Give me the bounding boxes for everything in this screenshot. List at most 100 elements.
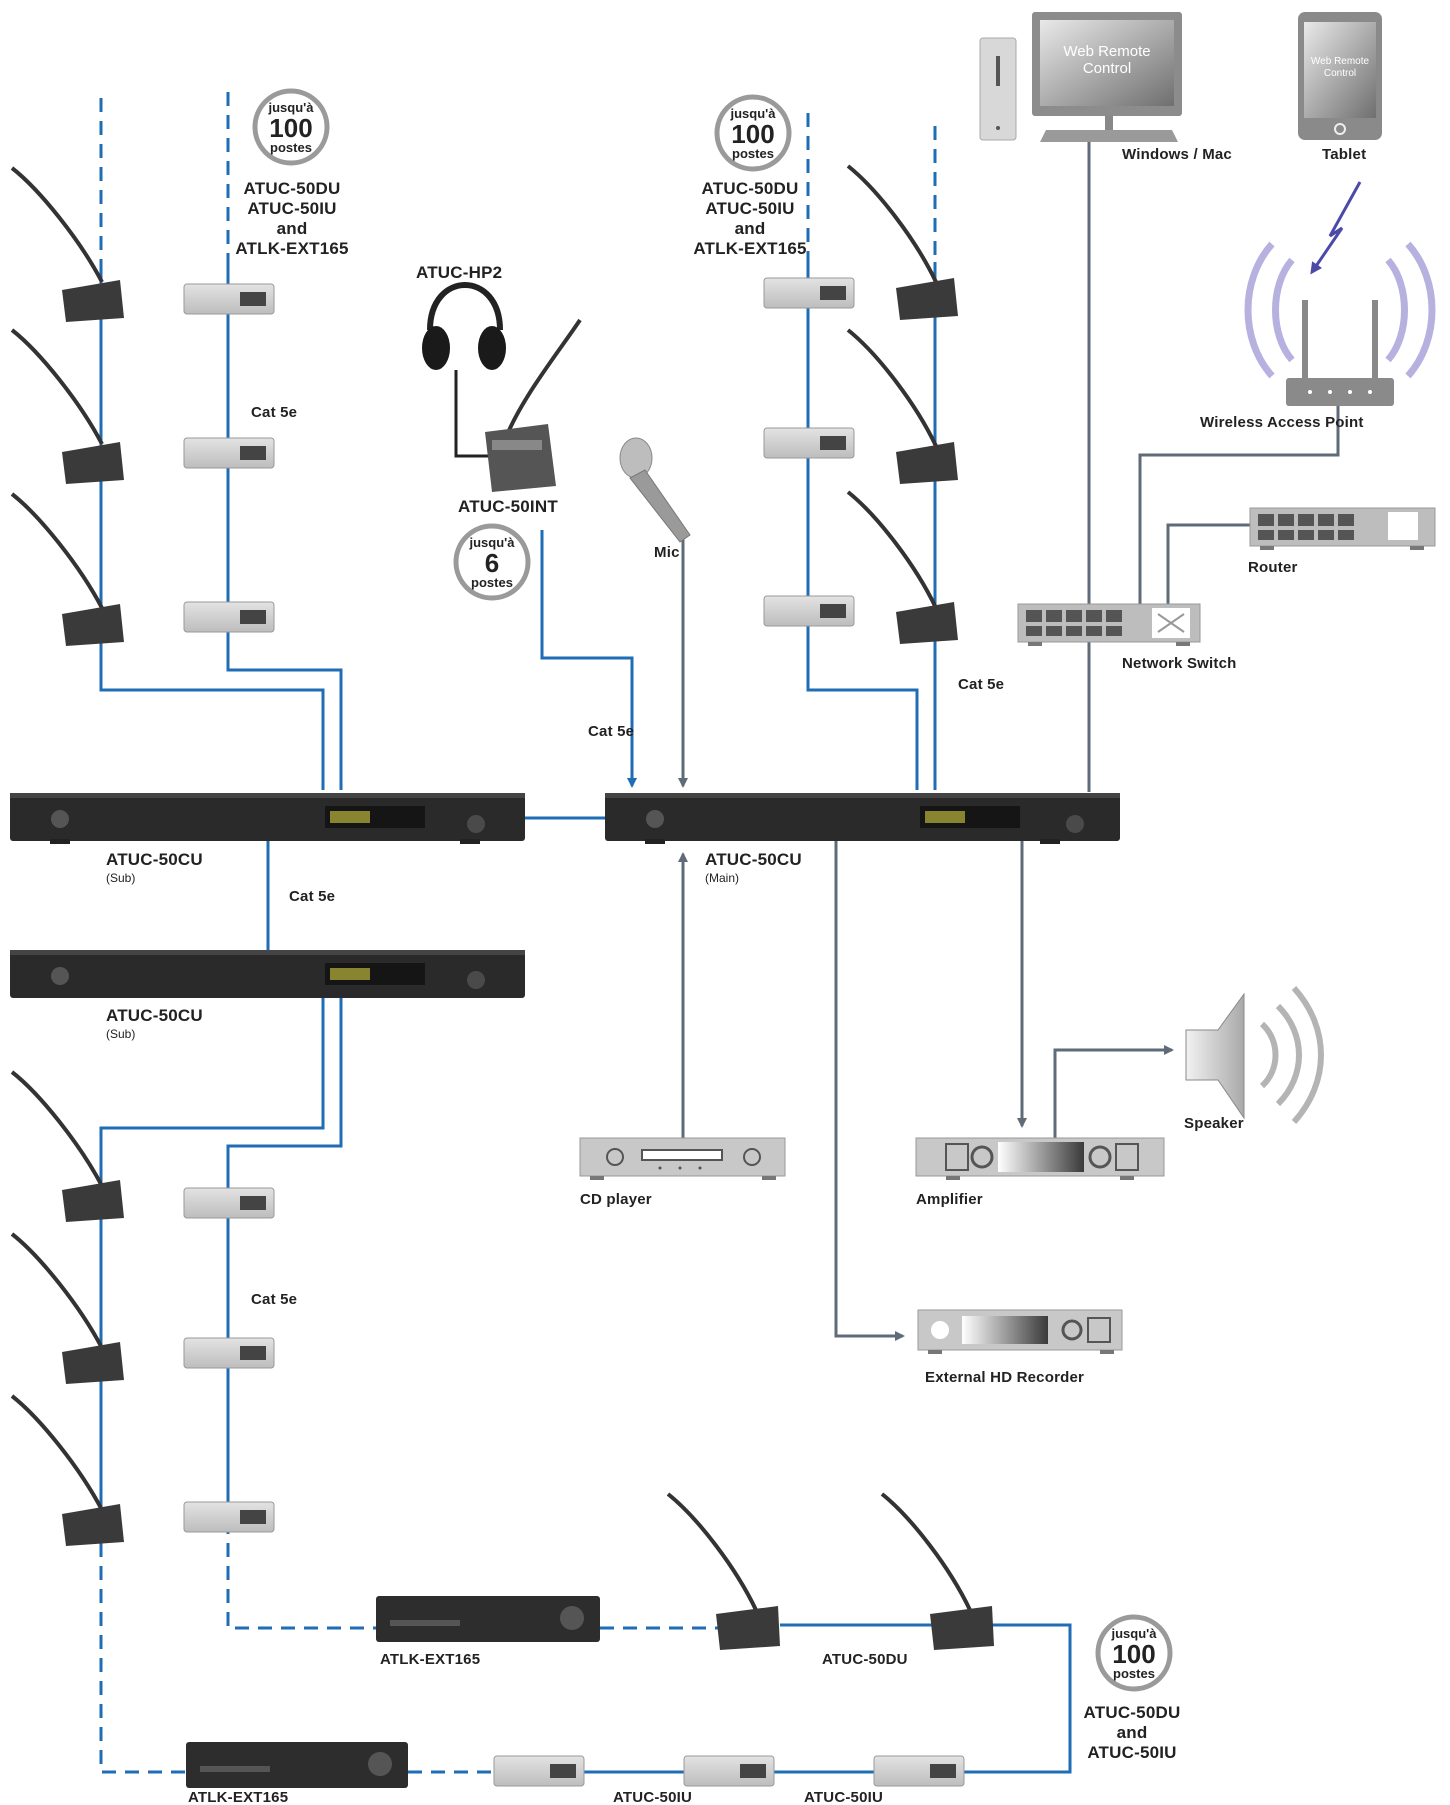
handheld-mic-icon [619,437,691,543]
cd-label: CD player [580,1191,652,1208]
wap-label: Wireless Access Point [1200,414,1364,431]
cat5e-sub-label: Cat 5e [289,888,335,905]
interface-unit [183,283,275,315]
cable-main-to-recorder [834,838,905,1341]
badge-bottom-text: postes [732,146,774,161]
cat5e-lower-label: Cat 5e [251,1291,297,1308]
badge-top-text: jusqu'à [469,535,516,550]
tablet-label: Tablet [1322,146,1366,163]
badge-top-text: jusqu'à [1111,1626,1158,1641]
badge-number: 100 [269,113,312,143]
interface-unit [683,1755,775,1787]
badge-bottom-text: postes [1113,1666,1155,1681]
atlk-ext165-lower [186,1742,408,1788]
network-switch-icon [1017,603,1201,646]
interface-unit [183,1187,275,1219]
du-bottom-label: ATUC-50DU [822,1651,908,1668]
cable-lower-units [226,994,343,1520]
cu-main-label: ATUC-50CU [705,850,802,869]
rack-unit-main [605,793,1120,844]
interface-unit [183,601,275,633]
rack-unit-sub2 [10,950,525,998]
recorder-label: External HD Recorder [925,1369,1084,1386]
badge-number: 6 [485,548,499,578]
dashed-cable-ext2 [99,1520,186,1774]
int-label: ATUC-50INT [458,497,558,516]
cat5e-right-label: Cat 5e [958,676,1004,693]
ext1-label: ATLK-EXT165 [380,1651,480,1668]
badge-number: 100 [731,119,774,149]
ext2-label: ATLK-EXT165 [188,1789,288,1805]
router-icon [1249,507,1436,550]
cat5e-left-label: Cat 5e [251,404,297,421]
delegate-unit-mic [10,1394,124,1546]
hd-recorder-icon [917,1309,1123,1354]
interface-unit [493,1755,585,1787]
cu-sub2-label: ATUC-50CU [106,1006,203,1025]
atlk-ext165-upper [376,1596,600,1642]
delegate-unit-mic [846,328,958,484]
interface-unit [873,1755,965,1787]
iu1-label: ATUC-50IU [613,1789,692,1805]
interface-unit [763,277,855,309]
delegate-unit-mic [666,1492,780,1650]
delegate-unit-mic [10,166,124,322]
pc-monitor-icon [1032,12,1182,142]
cable-mid-units [806,262,919,790]
delegate-unit-mic [880,1492,994,1650]
headset-icon [422,282,506,458]
badge-number: 100 [1112,1639,1155,1669]
mic-label: Mic [654,544,680,561]
interface-unit [183,1337,275,1369]
cable-lower-mics [99,994,325,1520]
pc-tower-icon [979,37,1017,141]
interface-unit [183,1501,275,1533]
badge-bottom-text: postes [270,140,312,155]
delegate-unit-mic [10,328,124,484]
cu-sub1-label: ATUC-50CU [106,850,203,869]
interpreter-unit [485,318,582,492]
delegate-unit-mic [10,492,124,646]
delegate-unit-mic [10,1070,124,1222]
badge-bottom-text: postes [471,575,513,590]
delegate-unit-mic [10,1232,124,1384]
cable-bottom-chain [566,1623,1072,1774]
badge-top-text: jusqu'à [730,106,777,121]
pc-label: Windows / Mac [1122,146,1232,163]
cu-main-tag: (Main) [705,871,739,885]
cu-sub1-tag: (Sub) [106,871,135,885]
cable-switch-to-wap [1138,405,1340,604]
dashed-cable-ext1 [226,1520,378,1630]
hp2-label: ATUC-HP2 [416,263,502,282]
cable-int-to-main [540,530,637,788]
speaker-label: Speaker [1184,1115,1244,1132]
tablet-icon [1298,12,1382,140]
delegate-unit-mic [846,490,958,644]
cu-sub2-tag: (Sub) [106,1027,135,1041]
cable-switch-to-router [1166,523,1250,604]
amp-label: Amplifier [916,1191,983,1208]
switch-label: Network Switch [1122,655,1237,672]
cable-left-mics [99,262,325,790]
delegate-unit-mic [846,164,958,320]
interface-unit [763,595,855,627]
cd-player-icon [579,1137,786,1180]
interface-unit [763,427,855,459]
wireless-access-point-icon [1244,241,1436,406]
interface-unit [183,437,275,469]
iu2-label: ATUC-50IU [804,1789,883,1805]
router-label: Router [1248,559,1298,576]
cable-amp-to-speaker [1053,1045,1174,1138]
badge-top-text: jusqu'à [268,100,315,115]
amplifier-icon [915,1137,1165,1180]
speaker-icon [1185,985,1324,1125]
